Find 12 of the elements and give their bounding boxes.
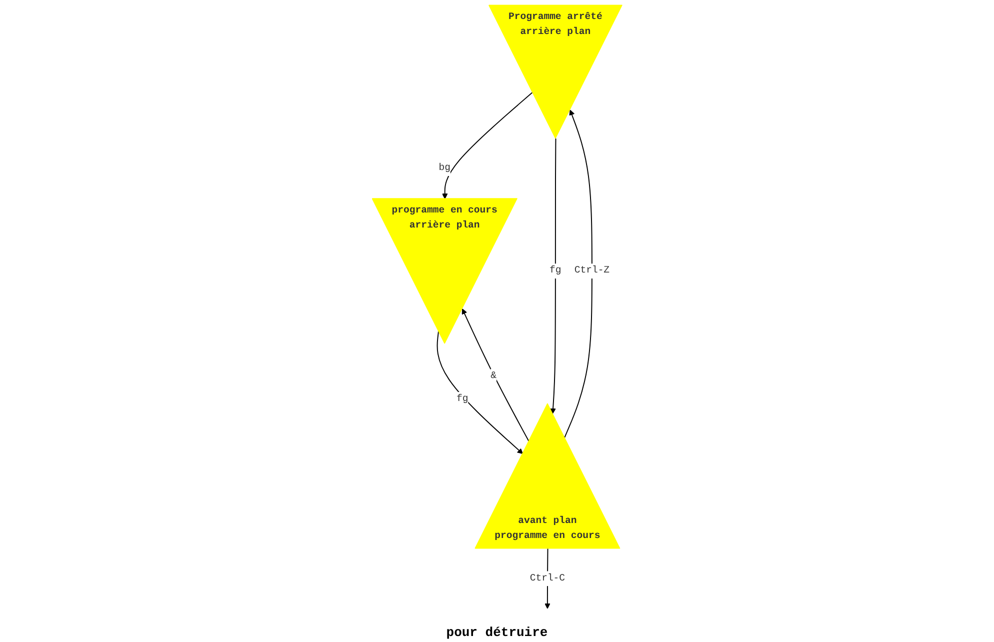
edge-label: fg (456, 393, 468, 404)
edge-label: & (490, 370, 496, 382)
arrow (436, 330, 523, 454)
arrow (442, 92, 534, 200)
edge-label: Ctrl-C (530, 572, 565, 584)
note-text: pour détruire (446, 625, 548, 640)
arrow (564, 110, 592, 438)
edge-label: bg (438, 162, 450, 174)
edge-label: fg (549, 264, 562, 276)
edge-label: Ctrl-Z (574, 264, 610, 276)
arrow (462, 308, 530, 442)
arrow (550, 138, 556, 414)
